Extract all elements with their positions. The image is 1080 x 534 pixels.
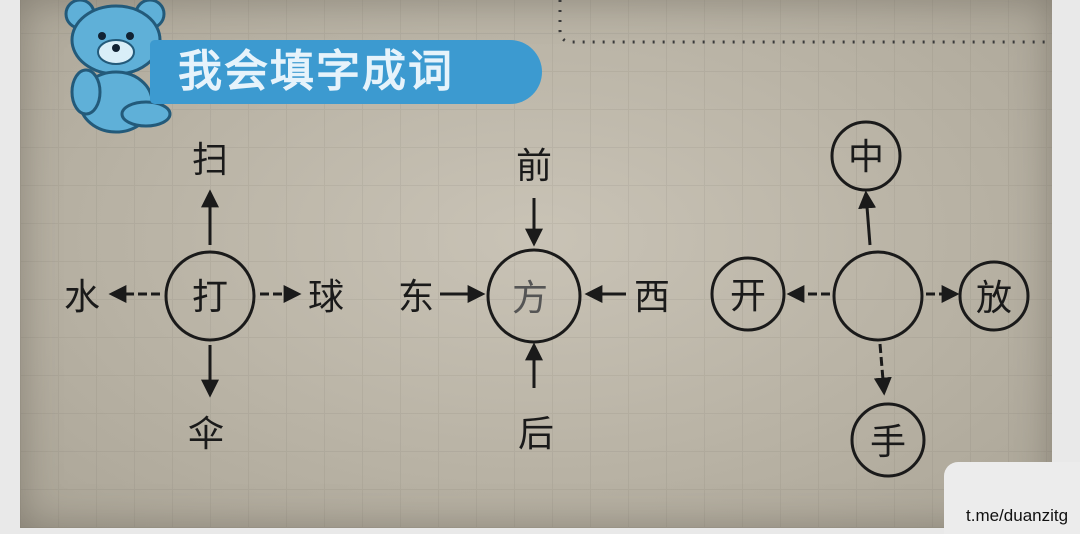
left-char: 水 <box>64 277 100 318</box>
bottom-char: 伞 <box>188 414 224 455</box>
watermark-text: t.me/duanzitg <box>966 506 1069 525</box>
dotted-border <box>558 0 1050 44</box>
bottom-char: 后 <box>518 414 554 455</box>
right-char: 西 <box>634 277 670 318</box>
worksheet-page: 我会填字成词 <box>20 0 1052 528</box>
word-diagram-3: 中 开 放 手 <box>710 120 1030 478</box>
arrow-up <box>858 190 877 246</box>
arrow-down <box>873 343 892 396</box>
top-char: 前 <box>516 146 552 187</box>
left-circle <box>710 256 786 332</box>
bottom-circle <box>850 402 926 478</box>
left-char: 东 <box>398 277 434 318</box>
top-circle <box>830 120 902 192</box>
right-circle <box>958 260 1030 332</box>
watermark-badge: t.me/duanzitg <box>944 462 1080 534</box>
word-diagram-2: 方 前 东 西 后 <box>398 146 670 455</box>
title-banner <box>150 40 542 104</box>
right-char: 球 <box>308 277 344 318</box>
top-char: 中 <box>848 137 884 178</box>
center-char: 方 <box>512 278 548 319</box>
center-circle-blank <box>832 250 924 342</box>
center-circle <box>486 248 582 344</box>
right-char: 放 <box>976 278 1012 319</box>
section-title: 我会填字成词 <box>178 46 454 97</box>
center-char: 打 <box>192 277 228 318</box>
top-char: 扫 <box>192 140 228 181</box>
bottom-char: 手 <box>870 422 906 463</box>
left-char: 开 <box>730 276 766 317</box>
word-diagram-1: 打 扫 水 球 伞 <box>64 140 344 455</box>
center-circle <box>164 250 256 342</box>
